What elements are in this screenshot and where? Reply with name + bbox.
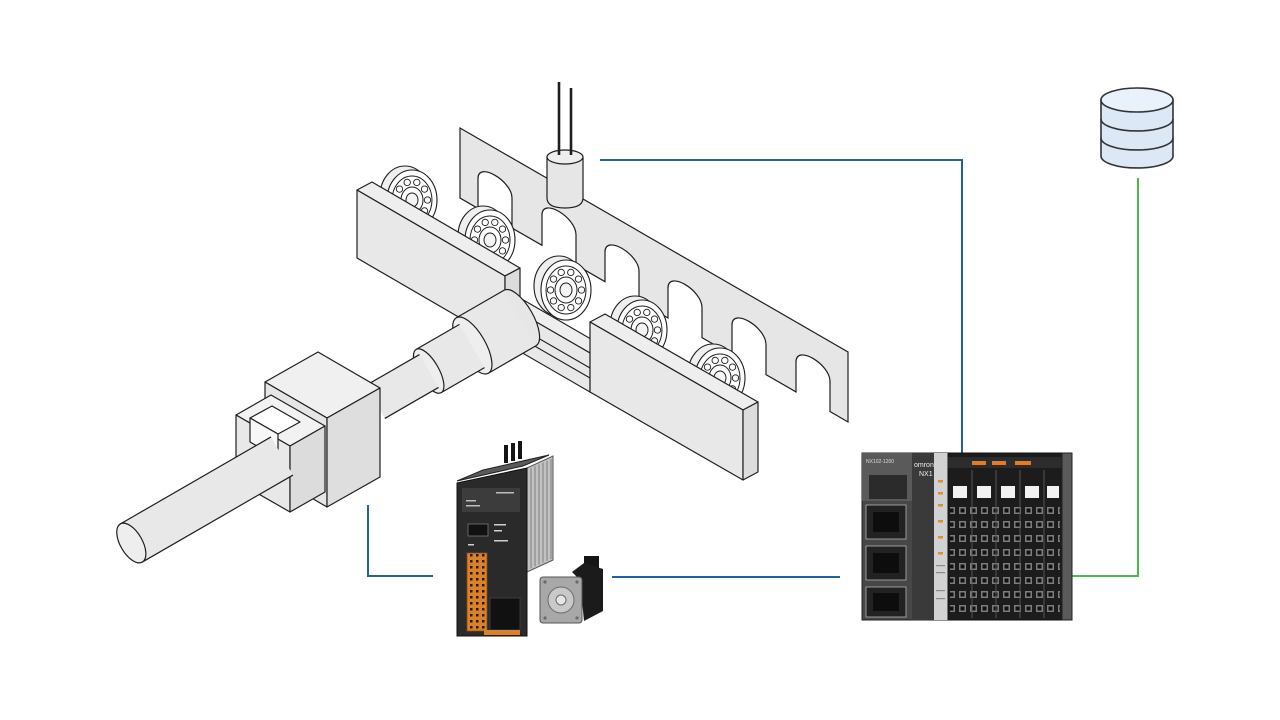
motor-shaft	[555, 594, 567, 606]
guide-rail-right	[589, 313, 759, 481]
cpu-status-leds	[938, 480, 943, 555]
cpu-sd-cover	[869, 475, 907, 499]
cpu-ethernet-port-2	[865, 545, 907, 581]
cpu-ethernet-port-3	[865, 586, 907, 618]
database-icon	[1100, 87, 1174, 169]
sensor-probe	[546, 82, 584, 209]
motor-bolt-holes	[543, 580, 579, 620]
cpu-strip-marks	[936, 565, 945, 600]
link-line-controller-database	[1072, 178, 1139, 577]
drive-front-marks	[468, 524, 508, 546]
controller-model: NX1	[919, 471, 933, 478]
controller: NX102-1200 omron NX1	[861, 452, 1073, 621]
drive-heatsink-fins	[530, 459, 552, 569]
drive-terminal-strip	[466, 552, 488, 632]
cpu-model-label: NX102-1200	[866, 459, 894, 465]
push-rod-end	[116, 522, 147, 564]
drive-display	[467, 523, 489, 537]
controller-brand: omron	[914, 462, 934, 469]
io-unit-tabs	[953, 486, 1059, 498]
servo-drive	[456, 441, 554, 637]
drive-top-face	[456, 454, 550, 482]
shaft-thin-section	[365, 354, 439, 419]
drive-top-pins	[504, 441, 522, 463]
io-unit-dividers	[971, 470, 1045, 618]
cpu-status-column	[912, 453, 934, 620]
push-rod	[116, 436, 294, 564]
io-unit-labels	[972, 461, 1031, 465]
link-line-housing-drive	[367, 505, 433, 577]
drive-bottom-pins	[484, 630, 520, 635]
database-top	[1100, 87, 1174, 113]
io-end-plate	[1061, 452, 1073, 621]
io-terminal-grid	[950, 504, 1060, 616]
drive-label-marks	[466, 492, 514, 507]
drive-io-connector	[489, 597, 521, 631]
servo-motor	[539, 556, 603, 624]
link-line-probe-controller	[600, 159, 963, 455]
cpu-ethernet-port-1	[865, 504, 907, 540]
